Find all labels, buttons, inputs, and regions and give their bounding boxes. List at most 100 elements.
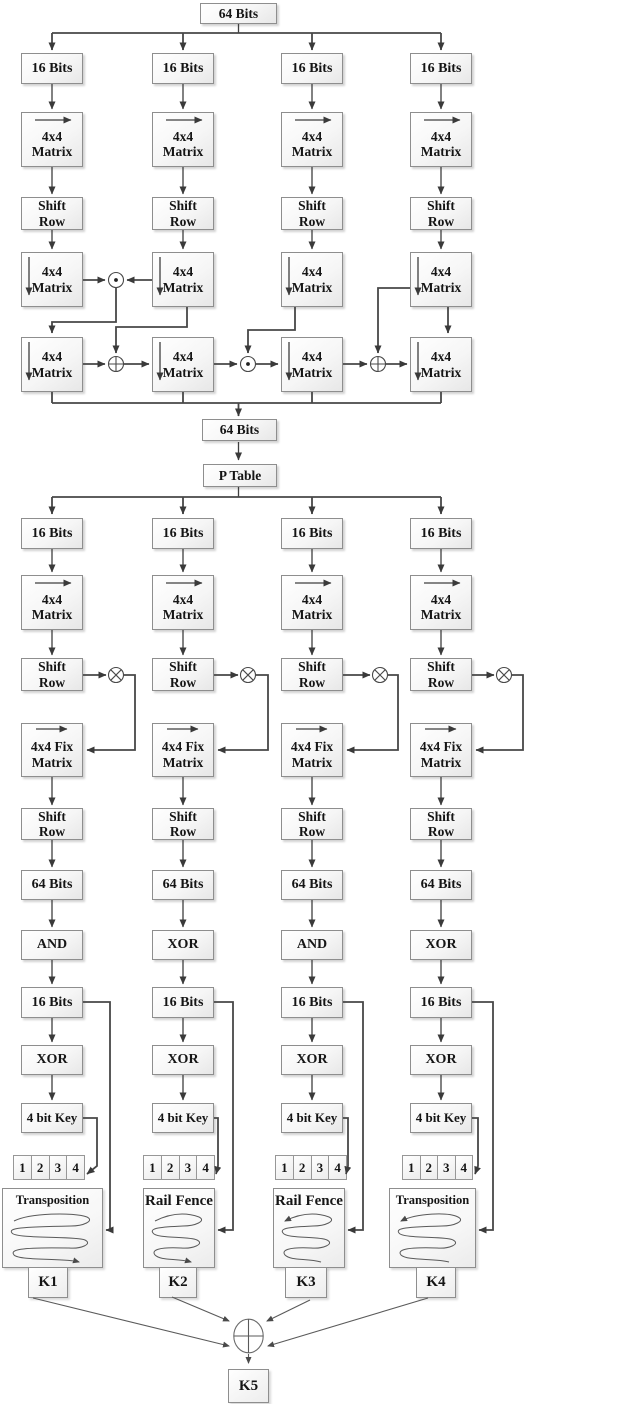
shift-line1: Shift: [38, 808, 66, 824]
node-key4-col3: 4 bit Key: [281, 1103, 343, 1133]
node-16bits-s2-col2: 16 Bits: [152, 518, 214, 549]
node-railfence-col3: Rail Fence: [273, 1188, 345, 1268]
fix-line1: 4x4 Fix: [161, 739, 205, 755]
matrix-line2: Matrix: [162, 279, 204, 295]
node-key4-col1: 4 bit Key: [21, 1103, 83, 1133]
matrix-line1: 4x4: [172, 264, 194, 280]
big-box-title: Transposition: [15, 1193, 90, 1207]
node-16bits-s2-col3: 16 Bits: [281, 518, 343, 549]
strip-cell: 2: [160, 1155, 180, 1180]
shift-line2: Row: [427, 213, 455, 229]
matrix-line1: 4x4: [41, 128, 63, 144]
shift-line2: Row: [169, 213, 197, 229]
matrix-line2: Matrix: [420, 364, 462, 380]
node-16bits-s3-col4: 16 Bits: [410, 987, 472, 1018]
matrix-line2: Matrix: [31, 364, 73, 380]
fix-line1: 4x4 Fix: [290, 739, 334, 755]
shift-line1: Shift: [38, 198, 66, 214]
matrix-line2: Matrix: [291, 607, 333, 622]
shift-line2: Row: [298, 213, 326, 229]
strip-cell: 3: [310, 1155, 330, 1180]
final-plus-operator: [233, 1318, 264, 1354]
node-railfence-col2: Rail Fence: [143, 1188, 215, 1268]
node-k1: K1: [28, 1267, 68, 1298]
matrix-line1: 4x4: [41, 349, 63, 365]
strip-cell: 1: [402, 1155, 421, 1180]
node-16bits-s1-col2: 16 Bits: [152, 53, 214, 84]
big-box-title: Rail Fence: [275, 1193, 343, 1209]
shift-line2: Row: [427, 824, 455, 839]
merge-bus-and-ptable-chain: [48, 392, 445, 515]
fix-line2: Matrix: [420, 754, 462, 770]
matrix-line1: 4x4: [41, 264, 63, 280]
node-xor-col4: XOR: [410, 1045, 472, 1075]
shift-line2: Row: [427, 674, 455, 690]
matrix-line1: 4x4: [41, 591, 63, 607]
strip-cell: 2: [292, 1155, 312, 1180]
stage1-flow-arrows: [48, 84, 445, 250]
matrix-line2: Matrix: [291, 364, 333, 380]
fix-line2: Matrix: [162, 754, 204, 770]
matrix-line2: Matrix: [162, 364, 204, 380]
node-64bits-col3: 64 Bits: [281, 870, 343, 900]
matrix-line1: 4x4: [172, 128, 194, 144]
plus-operator-2: [369, 355, 387, 373]
node-64bits-col4: 64 Bits: [410, 870, 472, 900]
shift-line2: Row: [298, 824, 326, 839]
node-k5: K5: [228, 1369, 269, 1403]
shift-line2: Row: [169, 674, 197, 690]
shift-line1: Shift: [169, 198, 197, 214]
node-logic-col3: AND: [281, 930, 343, 960]
bus-top: [48, 24, 445, 51]
matrix-line2: Matrix: [162, 144, 204, 159]
matrix-line2: Matrix: [420, 607, 462, 622]
matrix-line1: 4x4: [301, 264, 323, 280]
dot-operator-2: [239, 355, 257, 373]
matrix-line1: 4x4: [301, 349, 323, 365]
strip-cell: 3: [437, 1155, 456, 1180]
node-16bits-s1-col4: 16 Bits: [410, 53, 472, 84]
shift-line1: Shift: [298, 659, 326, 675]
matrix-line2: Matrix: [420, 144, 462, 159]
node-p-table: P Table: [203, 464, 277, 487]
node-16bits-s3-col2: 16 Bits: [152, 987, 214, 1018]
matrix-line1: 4x4: [430, 128, 452, 144]
node-key4-col4: 4 bit Key: [410, 1103, 472, 1133]
strip-cell: 3: [48, 1155, 68, 1180]
node-64bits-col1: 64 Bits: [21, 870, 83, 900]
strip-cell: 1: [13, 1155, 32, 1180]
k-convergence-lines: [32, 1296, 429, 1348]
matrix-line1: 4x4: [430, 264, 452, 280]
matrix-line2: Matrix: [420, 279, 462, 295]
shift-line2: Row: [38, 674, 66, 690]
plus-operator-1: [107, 355, 125, 373]
matrix-line1: 4x4: [301, 591, 323, 607]
shift-line2: Row: [38, 213, 66, 229]
shift-line1: Shift: [427, 198, 455, 214]
matrix-line2: Matrix: [31, 607, 73, 622]
strip-cell: 2: [30, 1155, 50, 1180]
node-64bits-col2: 64 Bits: [152, 870, 214, 900]
shift-line1: Shift: [38, 659, 66, 675]
big-box-title: Transposition: [395, 1193, 470, 1207]
cross-operator-col3: [371, 666, 389, 684]
shift-line1: Shift: [298, 198, 326, 214]
cross-operator-col2: [239, 666, 257, 684]
matrix-line1: 4x4: [301, 128, 323, 144]
